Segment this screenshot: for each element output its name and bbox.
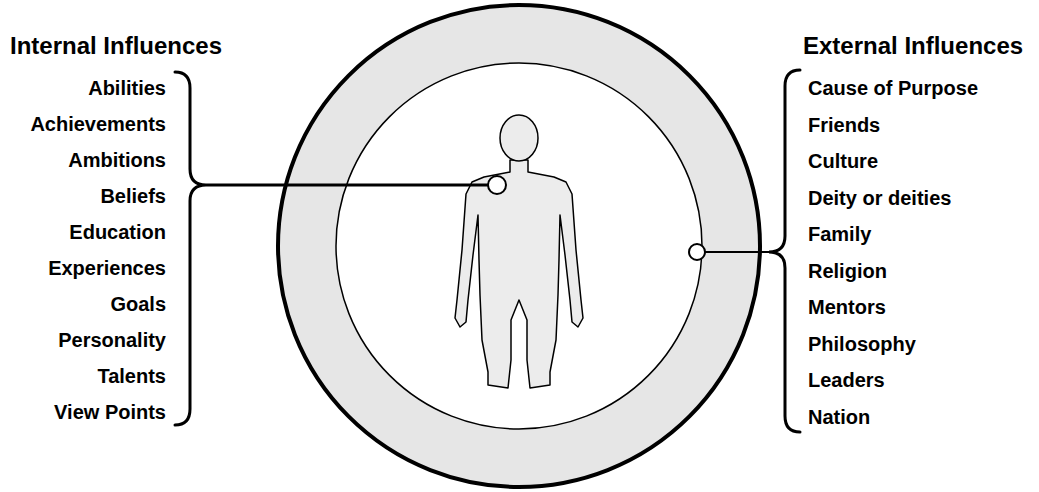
influence-item: Achievements — [30, 113, 166, 136]
influence-item: Personality — [58, 329, 166, 352]
influence-item: Talents — [97, 365, 166, 388]
influence-item: View Points — [54, 401, 166, 424]
group-heading: Internal Influences — [10, 32, 222, 60]
influence-item: Beliefs — [100, 185, 166, 208]
influence-item: Cause of Purpose — [808, 77, 978, 100]
ring-dot — [689, 244, 705, 260]
influence-item: Culture — [808, 150, 878, 173]
influence-item: Leaders — [808, 369, 885, 392]
right-brace — [769, 70, 800, 432]
influence-item: Nation — [808, 405, 870, 428]
person-head — [500, 115, 538, 161]
influence-item: Experiences — [48, 257, 166, 280]
inner-circle — [336, 63, 702, 429]
chest-dot — [488, 176, 506, 194]
leader-line — [206, 184, 488, 187]
influence-item: Ambitions — [68, 149, 166, 172]
left-brace — [175, 72, 206, 425]
leader-line — [705, 251, 769, 253]
influence-item: Abilities — [88, 77, 166, 100]
influence-item: Religion — [808, 259, 887, 282]
influence-item: Family — [808, 223, 871, 246]
outer-ring — [278, 5, 760, 487]
influence-item: Friends — [808, 113, 880, 136]
influence-item: Education — [69, 221, 166, 244]
influence-item: Mentors — [808, 296, 886, 319]
influence-item: Philosophy — [808, 332, 916, 355]
person-body — [455, 160, 583, 388]
group-heading: External Influences — [803, 32, 1023, 60]
influence-item: Deity or deities — [808, 186, 951, 209]
influence-item: Goals — [110, 293, 166, 316]
